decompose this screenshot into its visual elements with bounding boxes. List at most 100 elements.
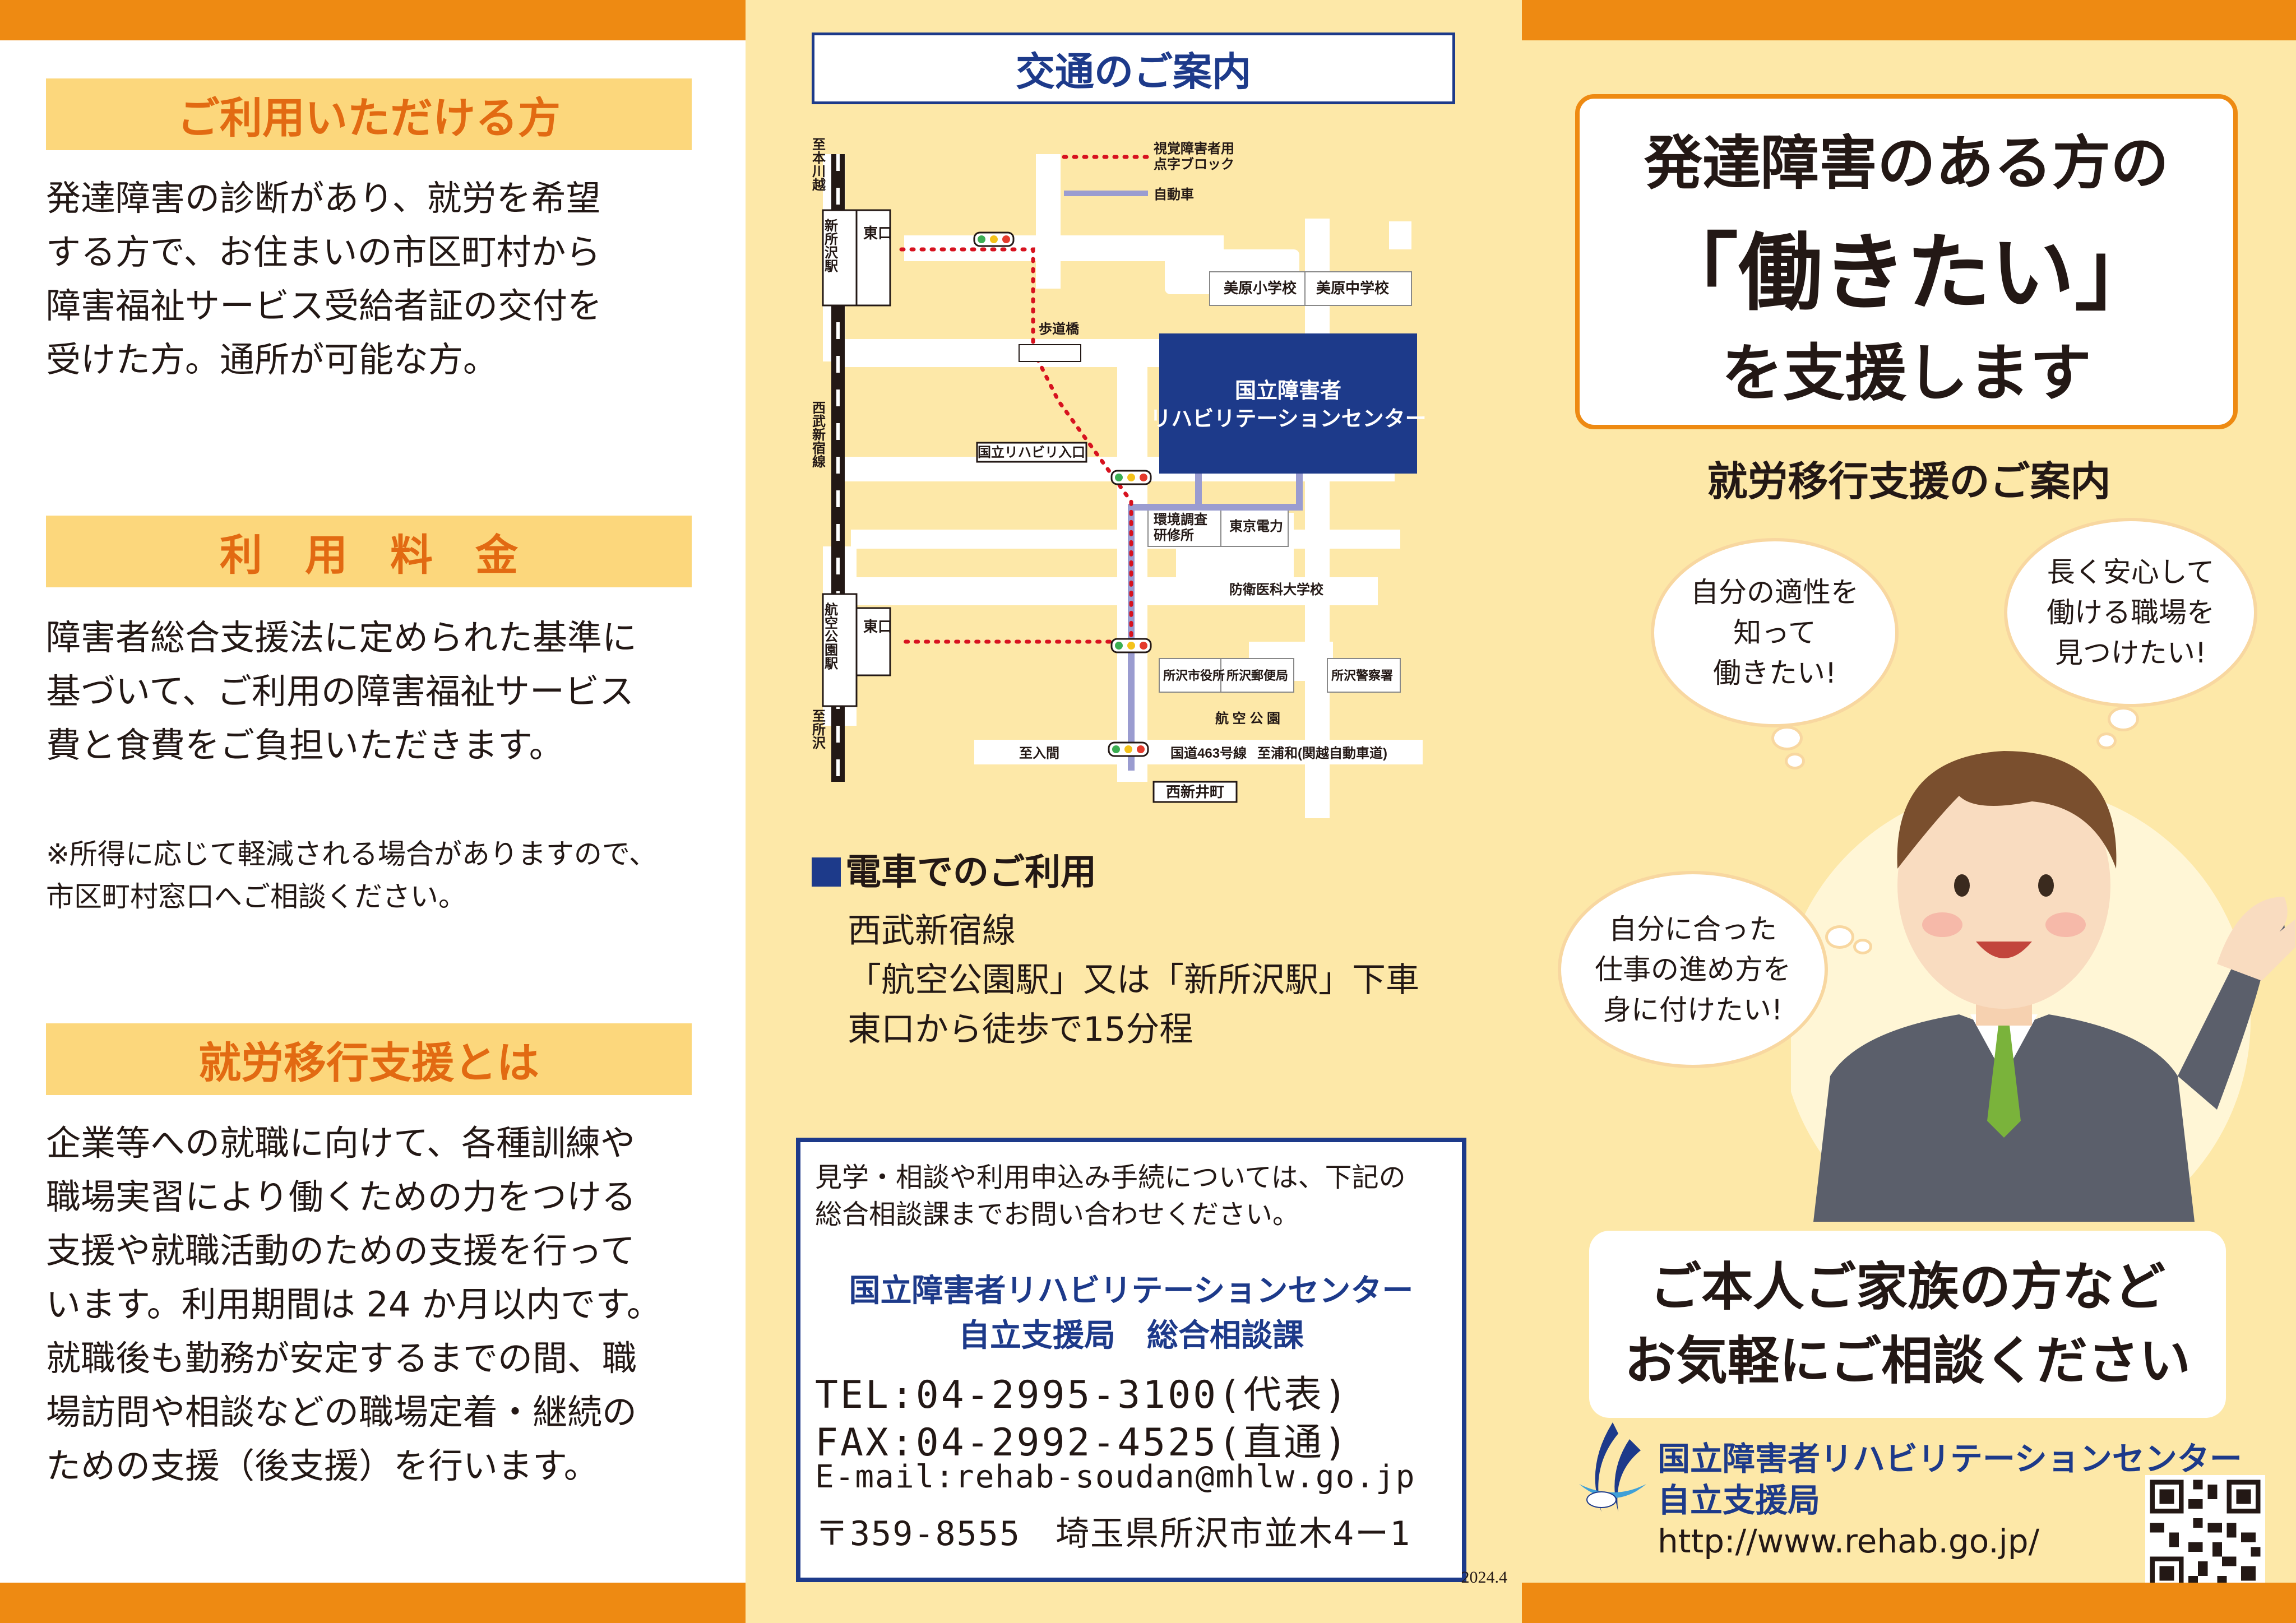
middle-panel: 交通のご案内 xyxy=(746,0,1522,1623)
text-line: 支援や就職活動のための支援を行って xyxy=(46,1230,635,1271)
contact-intro: 見学・相談や利用申込み手続については、下記の 総合相談課までお問い合わせください… xyxy=(815,1159,1448,1233)
bottom-band xyxy=(0,1583,746,1623)
entrance-label: 国立リハビリ入口 xyxy=(978,444,1085,460)
env-lab-label: 環境調査 xyxy=(1154,512,1207,527)
bubble-tail-dot xyxy=(2099,735,2114,746)
text-line: 基づいて、ご利用の障害福祉サービス xyxy=(46,671,635,712)
text-line: 就職後も勤務が安定するまでの間、職 xyxy=(46,1338,637,1379)
station-shintokorozawa xyxy=(822,209,858,307)
legend-braille-label: 点字ブロック xyxy=(1154,156,1234,172)
route463-label: 国道463号線 xyxy=(1170,745,1247,761)
text-line: する方で、お住まいの市区町村から xyxy=(46,231,601,272)
to-tokorozawa-label: 至所沢 xyxy=(812,709,826,750)
access-title: 交通のご案内 xyxy=(812,33,1455,104)
train-heading-text: 電車でのご利用 xyxy=(845,852,1096,893)
thought-bubble: 自分の適性を 知って 働きたい! xyxy=(1654,541,1895,724)
rehab-center-building xyxy=(1159,333,1417,474)
left-panel: ご利用いただける方 発達障害の診断があり、就労を希望 する方で、お住まいの市区町… xyxy=(0,0,746,1623)
headline-line2: 「働きたい」 xyxy=(1654,225,2159,322)
top-band xyxy=(0,0,746,40)
seibu-line-label: 西武新宿線 xyxy=(812,401,826,469)
bottom-band xyxy=(1522,1583,2296,1623)
qr-code-icon[interactable] xyxy=(2145,1475,2265,1595)
police-label: 所沢警察署 xyxy=(1331,669,1393,683)
legend-car-label: 自動車 xyxy=(1154,187,1194,202)
text-line: 発達障害の診断があり、就労を希望 xyxy=(46,178,601,219)
shintokorozawa-label: 新所沢駅 xyxy=(822,218,838,273)
to-honkawagoe-label: 至本川越 xyxy=(812,137,826,192)
legend-braille-label: 視覚障害者用 xyxy=(1153,141,1234,156)
text-line: 障害福祉サービス受給者証の交付を xyxy=(46,285,603,326)
issue-date: 2024.4 xyxy=(1461,1568,1508,1587)
consultation-callout: ご本人ご家族の方など お気軽にご相談ください xyxy=(1589,1231,2226,1418)
businessman-illustration xyxy=(1791,751,2295,1222)
text-line: ための支援（後支援）を行います。 xyxy=(46,1445,599,1486)
kokukoen-label: 航空公園駅 xyxy=(822,602,838,670)
section-title-eligible: ご利用いただける方 xyxy=(46,78,692,150)
contact-tel: TEL:04-2995-3100(代表) xyxy=(815,1373,1349,1417)
bubble-line: 仕事の進め方を xyxy=(1595,953,1791,986)
contact-box: 見学・相談や利用申込み手続については、下記の 総合相談課までお問い合わせください… xyxy=(796,1138,1466,1582)
post-office-label: 所沢郵便局 xyxy=(1226,669,1288,683)
bubble-tail-dot xyxy=(1856,942,1869,952)
thought-bubble: 長く安心して 働ける職場を 見つけたい! xyxy=(2007,521,2254,704)
bubble-line: 働ける職場を xyxy=(2047,596,2215,629)
about-text: 企業等への就職に向けて、各種訓練や 職場実習により働くための力をつける 支援や就… xyxy=(46,1116,707,1493)
park-label: 航 空 公 園 xyxy=(1215,711,1280,726)
contact-fax: FAX:04-2992-4525(直通) xyxy=(815,1421,1349,1465)
train-line: 西武新宿線 xyxy=(848,911,1016,950)
subtitle: 就労移行支援のご案内 xyxy=(1707,458,2111,505)
callout-line: ご本人ご家族の方など xyxy=(1649,1257,2165,1317)
station-kokukoen xyxy=(822,593,858,707)
intro-line: 総合相談課までお問い合わせください。 xyxy=(815,1199,1300,1230)
bubble-tail-dot xyxy=(2110,710,2136,729)
train-line: 「航空公園駅」又は「新所沢駅」下車 xyxy=(848,961,1419,1000)
bubble-line: 身に付けたい! xyxy=(1603,994,1783,1026)
footer-org: 国立障害者リハビリテーションセンター xyxy=(1658,1440,2242,1478)
bubble-tail-dot xyxy=(1788,755,1802,767)
contact-org: 国立障害者リハビリテーションセンター xyxy=(849,1273,1414,1309)
fee-text: 障害者総合支援法に定められた基準に 基づいて、ご利用の障害福祉サービス 費と食費… xyxy=(46,611,707,772)
footer-department: 自立支援局 xyxy=(1658,1481,1821,1519)
text-line: 受けた方。通所が可能な方。 xyxy=(46,339,498,380)
website-link[interactable]: http://www.rehab.go.jp/ xyxy=(1658,1522,2040,1560)
bubble-line: 知って xyxy=(1733,616,1816,649)
bubble-line: 自分に合った xyxy=(1609,913,1777,945)
note-line: 市区町村窓口へご相談ください。 xyxy=(46,880,466,913)
city-office-label: 所沢市役所 xyxy=(1163,669,1225,683)
callout-line: お気軽にご相談ください xyxy=(1624,1331,2191,1391)
nishi-arai-label: 西新井町 xyxy=(1166,783,1224,800)
access-map: 視覚障害者用 点字ブロック 自動車 歩道橋 美原小学校 美原中学校 国立障害者 … xyxy=(812,137,1427,818)
mihara-jh-label: 美原中学校 xyxy=(1316,280,1390,296)
headline-line1: 発達障害のある方の xyxy=(1644,129,2169,197)
to-urawa-label: 至浦和(関越自動車道) xyxy=(1257,745,1387,761)
train-line: 東口から徒歩で15分程 xyxy=(848,1010,1193,1049)
center-label: 国立障害者 xyxy=(1235,379,1341,403)
center-label: リハビリテーションセンター xyxy=(1150,407,1426,431)
contact-email: E-mail:rehab-soudan@mhlw.go.jp xyxy=(815,1459,1416,1495)
section-title-fee: 利 用 料 金 xyxy=(46,516,692,587)
text-line: 企業等への就職に向けて、各種訓練や xyxy=(46,1123,635,1163)
footbridge-label: 歩道橋 xyxy=(1039,321,1080,337)
square-bullet-icon xyxy=(812,857,841,887)
nrcd-logo-icon xyxy=(1579,1422,1646,1512)
bubble-line: 働きたい! xyxy=(1712,657,1837,689)
text-line: 障害者総合支援法に定められた基準に xyxy=(46,617,637,658)
east-exit-label: 東口 xyxy=(863,225,892,242)
env-lab-label: 研修所 xyxy=(1154,528,1194,543)
text-line: います。利用期間は 24 か月以内です。 xyxy=(46,1284,661,1325)
contact-address: 〒359-8555 埼玉県所沢市並木4ー1 xyxy=(815,1514,1411,1554)
east-exit-label: 東口 xyxy=(863,618,892,635)
bubble-line: 自分の適性を xyxy=(1691,576,1859,609)
bubble-line: 長く安心して xyxy=(2047,556,2215,588)
ndmc-label: 防衛医科大学校 xyxy=(1229,582,1324,597)
note-line: ※所得に応じて軽減される場合がありますので、 xyxy=(46,838,657,870)
intro-line: 見学・相談や利用申込み手続については、下記の xyxy=(815,1162,1406,1193)
train-heading: 電車でのご利用 xyxy=(812,843,1096,895)
fee-note: ※所得に応じて軽減される場合がありますので、 市区町村窓口へご相談ください。 xyxy=(46,833,719,918)
top-band xyxy=(1522,0,2296,40)
thought-bubble: 自分に合った 仕事の進め方を 身に付けたい! xyxy=(1561,874,1825,1065)
right-panel: 発達障害のある方の 「働きたい」 を支援します 就労移行支援のご案内 自分の適性… xyxy=(1522,0,2296,1623)
eligible-text: 発達障害の診断があり、就労を希望 する方で、お住まいの市区町村から 障害福祉サー… xyxy=(46,171,707,387)
text-line: 費と食費をご負担いただきます。 xyxy=(46,725,564,766)
